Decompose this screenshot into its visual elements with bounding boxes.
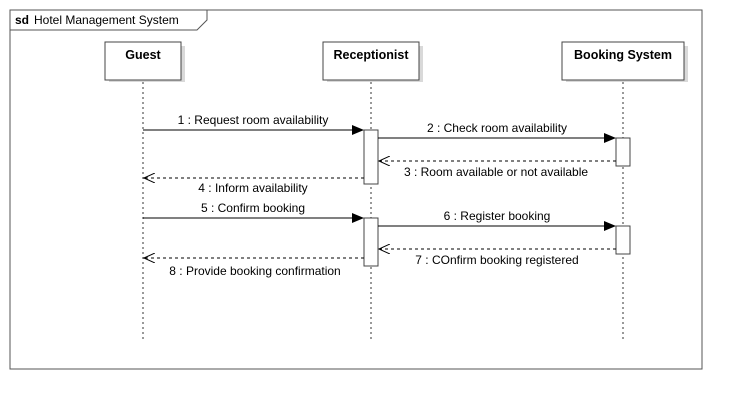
message-label-3: 3 : Room available or not available xyxy=(404,165,588,179)
participant-booking-system-label: Booking System xyxy=(574,48,672,62)
activation-booking-2 xyxy=(615,225,631,255)
message-label-2: 2 : Check room availability xyxy=(427,121,567,135)
participant-receptionist-label: Receptionist xyxy=(333,48,409,62)
participant-guest[interactable] xyxy=(104,41,182,81)
frame-label-tab xyxy=(9,9,208,31)
message-label-7: 7 : COnfirm booking registered xyxy=(415,253,578,267)
activation-receptionist-1 xyxy=(363,129,379,185)
message-label-8: 8 : Provide booking confirmation xyxy=(169,264,340,278)
message-label-1: 1 : Request room availability xyxy=(178,113,329,127)
message-label-5: 5 : Confirm booking xyxy=(201,201,305,215)
activation-booking-1 xyxy=(615,137,631,167)
diagram-frame xyxy=(9,9,703,370)
activation-receptionist-2 xyxy=(363,217,379,267)
frame-keyword: sd xyxy=(15,13,29,27)
message-label-6: 6 : Register booking xyxy=(444,209,551,223)
frame-title: Hotel Management System xyxy=(34,13,179,27)
participant-receptionist[interactable] xyxy=(322,41,420,81)
participant-booking-system[interactable] xyxy=(561,41,685,81)
message-label-4: 4 : Inform availability xyxy=(198,181,307,195)
participant-guest-label: Guest xyxy=(125,48,161,62)
